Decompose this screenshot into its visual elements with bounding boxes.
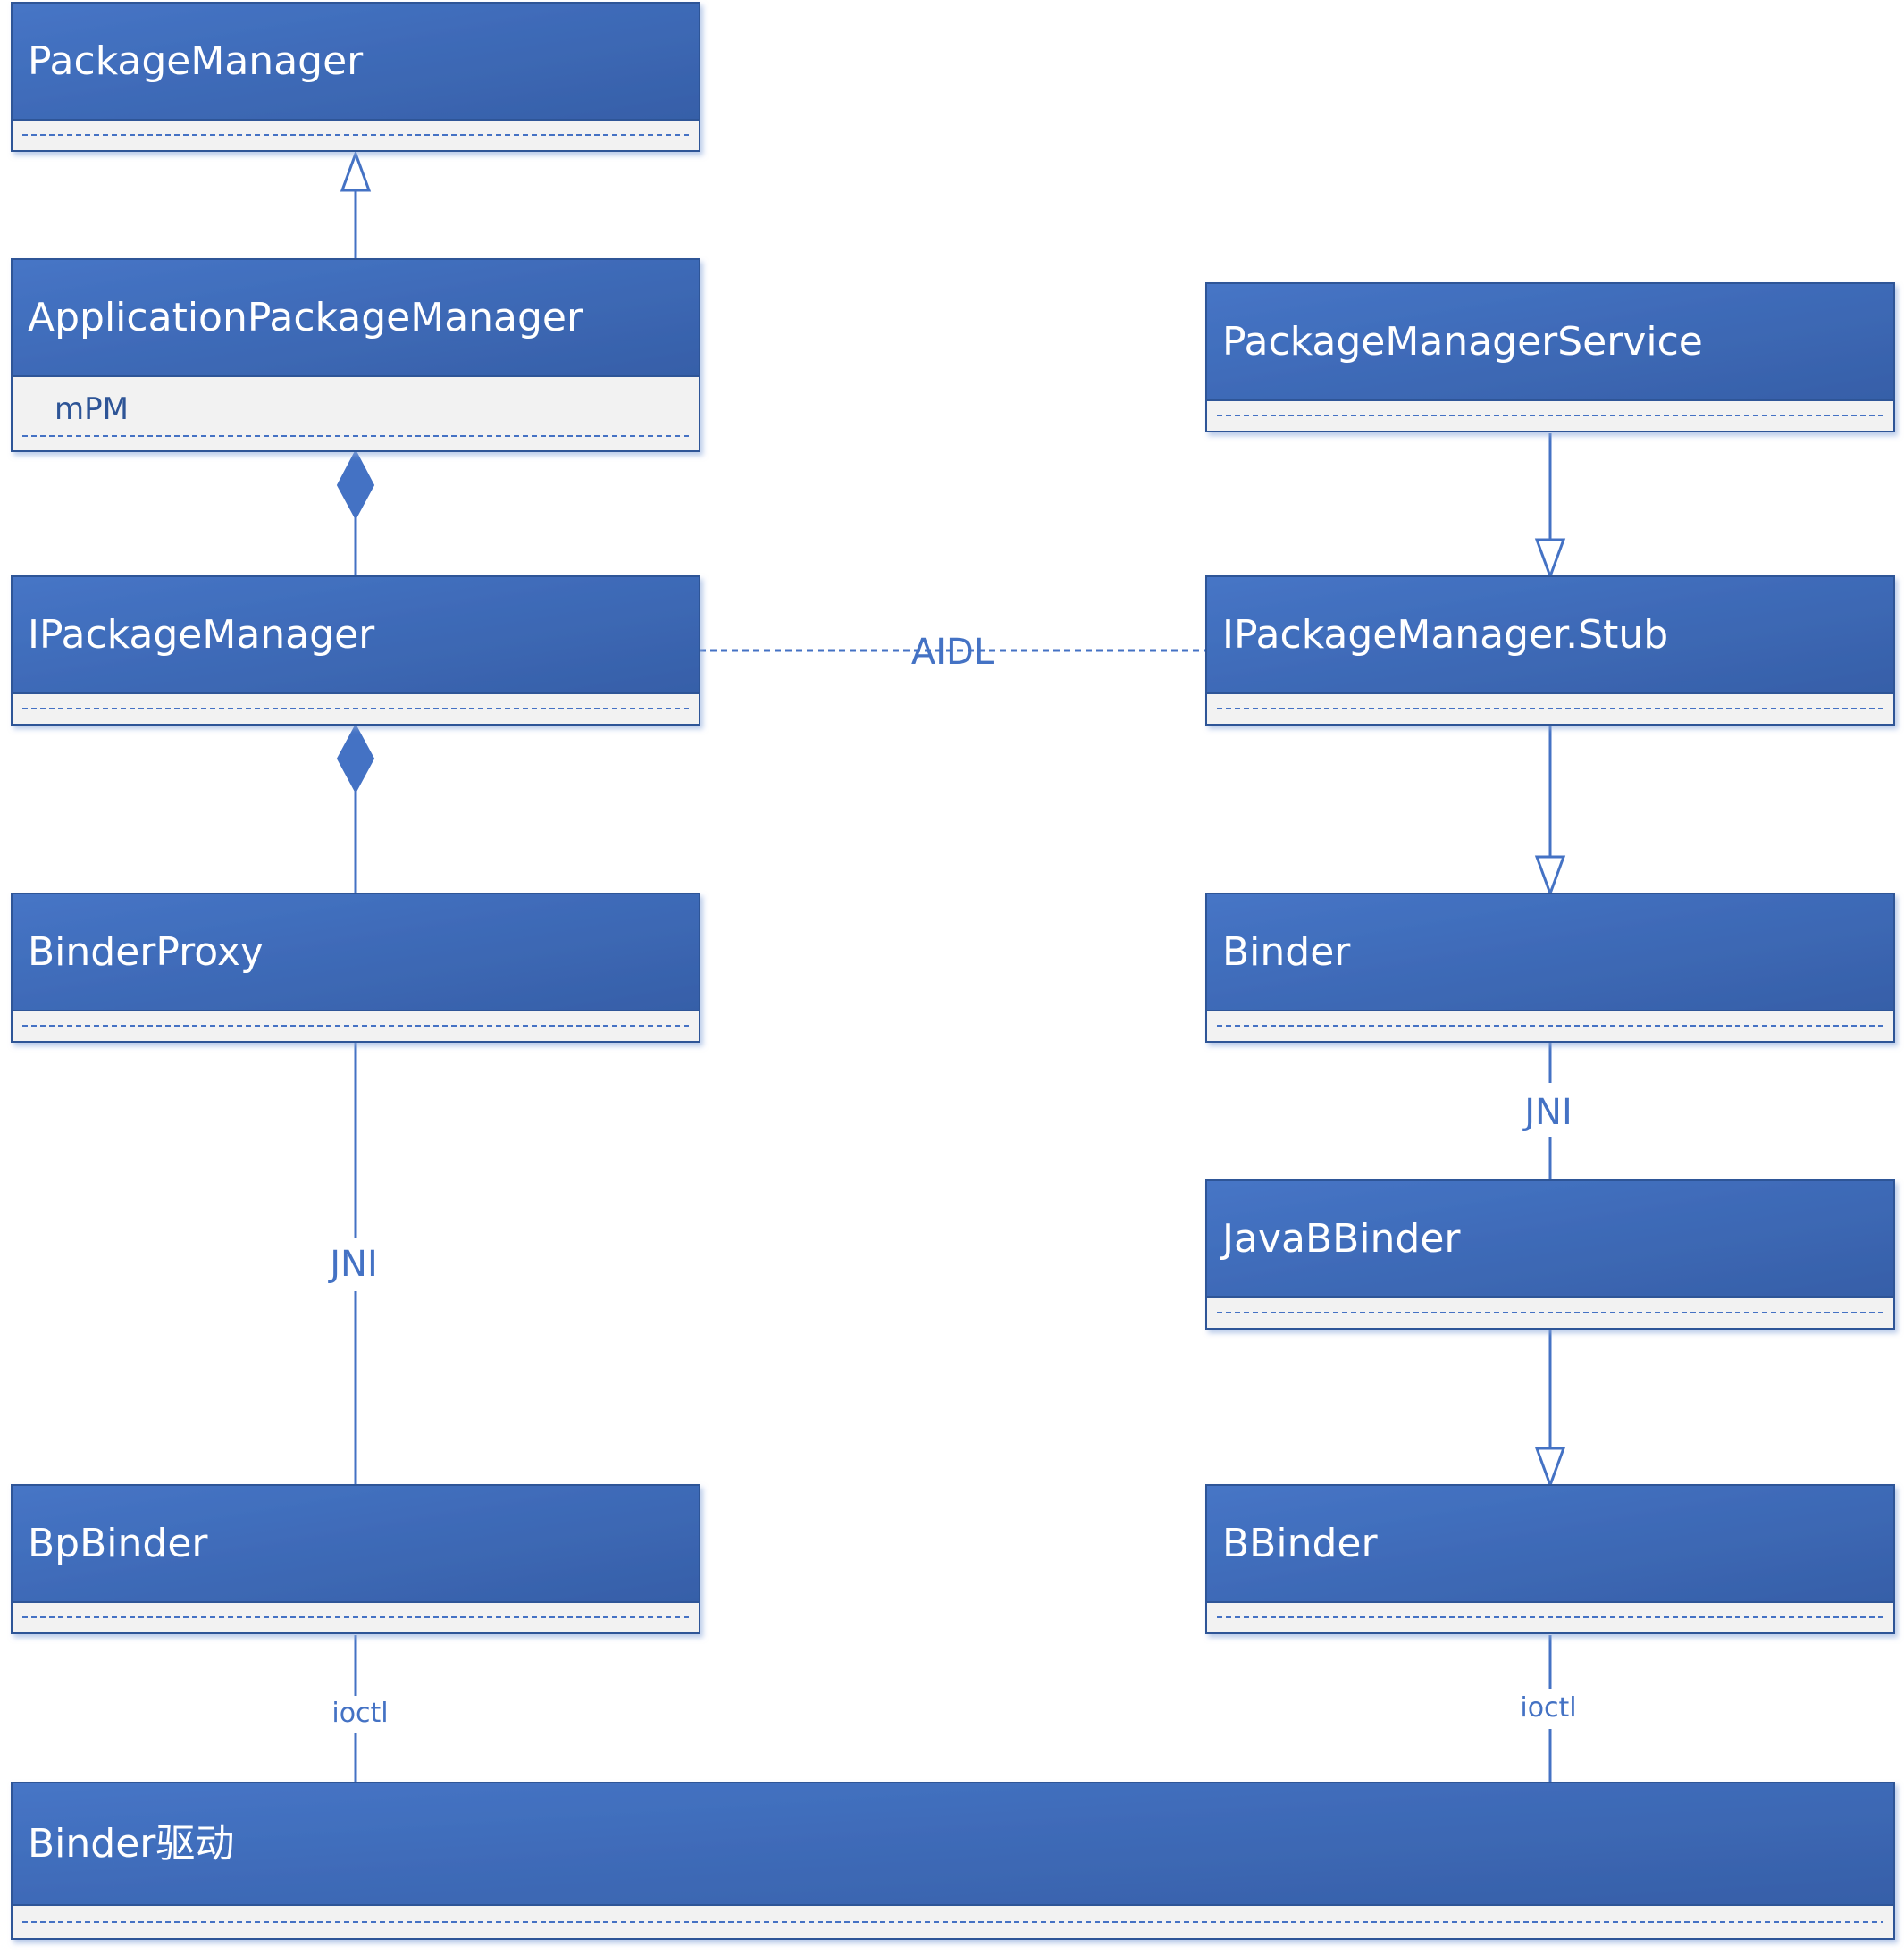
class-header <box>11 1484 700 1603</box>
class-name: Binder <box>1222 929 1351 975</box>
ioctl-label-right: ioctl <box>1520 1692 1576 1724</box>
class-ipackage-manager[interactable]: IPackageManager <box>11 575 700 726</box>
jni-label-left: JNI <box>327 1244 378 1285</box>
class-binder[interactable]: Binder <box>1205 893 1895 1043</box>
aidl-label: AIDL <box>911 632 994 673</box>
class-name: Binder驱动 <box>28 1821 234 1867</box>
class-binder-proxy[interactable]: BinderProxy <box>11 893 700 1043</box>
class-package-manager[interactable]: PackageManager <box>11 2 700 152</box>
class-name: BBinder <box>1222 1521 1378 1566</box>
class-name: IPackageManager.Stub <box>1222 612 1668 658</box>
class-name: BpBinder <box>28 1521 208 1566</box>
class-header <box>11 258 700 377</box>
class-bbinder[interactable]: BBinder <box>1205 1484 1895 1634</box>
class-name: IPackageManager <box>28 612 375 658</box>
class-header <box>11 1782 1895 1906</box>
hollow-triangle-arrow-stub <box>1534 538 1566 581</box>
class-name: PackageManagerService <box>1222 319 1703 365</box>
class-name: ApplicationPackageManager <box>28 295 583 340</box>
class-header <box>1205 1179 1895 1298</box>
hollow-triangle-arrow-bbinder <box>1534 1447 1566 1489</box>
class-bp-binder[interactable]: BpBinder <box>11 1484 700 1634</box>
class-header <box>1205 1484 1895 1603</box>
filled-diamond-ipm <box>336 723 375 794</box>
class-application-package-manager[interactable]: ApplicationPackageManager mPM <box>11 258 700 452</box>
class-name: JavaBBinder <box>1220 1216 1461 1262</box>
connector-heads <box>336 149 1566 1489</box>
hollow-triangle-arrow-pm <box>340 149 372 192</box>
class-package-manager-service[interactable]: PackageManagerService <box>1205 282 1895 432</box>
class-ipackage-manager-stub[interactable]: IPackageManager.Stub <box>1205 575 1895 726</box>
class-header <box>1205 575 1895 694</box>
class-binder-driver[interactable]: Binder驱动 <box>11 1782 1895 1940</box>
class-header <box>1205 893 1895 1011</box>
filled-diamond-apm <box>336 449 375 521</box>
ioctl-label-left: ioctl <box>331 1698 388 1729</box>
class-java-bbinder[interactable]: JavaBBinder <box>1205 1179 1895 1330</box>
class-name: PackageManager <box>28 38 364 84</box>
jni-label-right: JNI <box>1522 1092 1573 1133</box>
hollow-triangle-arrow-binder <box>1534 855 1566 898</box>
class-attribute: mPM <box>55 391 129 427</box>
class-header <box>11 2 700 121</box>
class-body <box>11 375 700 452</box>
connectors <box>354 154 1552 1783</box>
class-header <box>1205 282 1895 401</box>
class-name: BinderProxy <box>28 929 264 975</box>
